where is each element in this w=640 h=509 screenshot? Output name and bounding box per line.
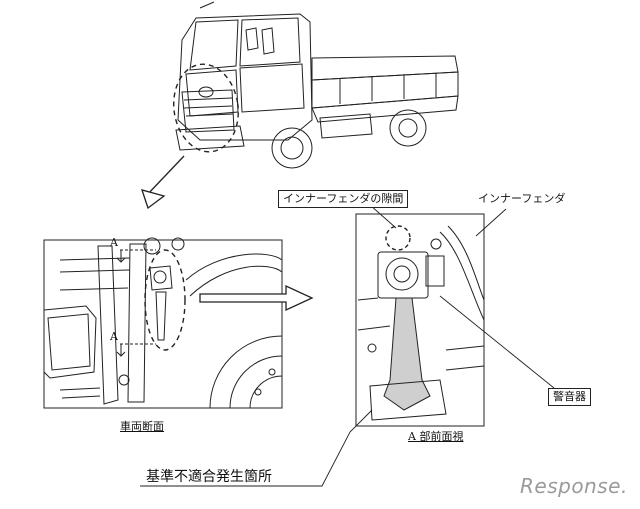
response-watermark: Response.	[520, 474, 628, 498]
nonconformity-label: 基準不適合発生箇所	[146, 469, 272, 485]
gap-label: インナーフェンダの隙間	[278, 190, 409, 208]
horn-label: 警音器	[548, 388, 591, 406]
vehicle-section-view	[43, 237, 283, 409]
section-marker-a-bottom: A	[110, 330, 118, 343]
inner-fender-label: インナーフェンダ	[478, 192, 566, 205]
section-view-caption: 車両断面	[120, 420, 164, 433]
front-view-a	[355, 213, 485, 427]
truck-illustration	[173, 1, 459, 169]
front-view-caption: A 部前面視	[408, 430, 464, 443]
callout-arrow-down	[140, 155, 185, 210]
view-arrow-right	[199, 284, 314, 312]
leader-lines	[140, 204, 555, 487]
section-marker-a-top: A	[110, 236, 118, 249]
